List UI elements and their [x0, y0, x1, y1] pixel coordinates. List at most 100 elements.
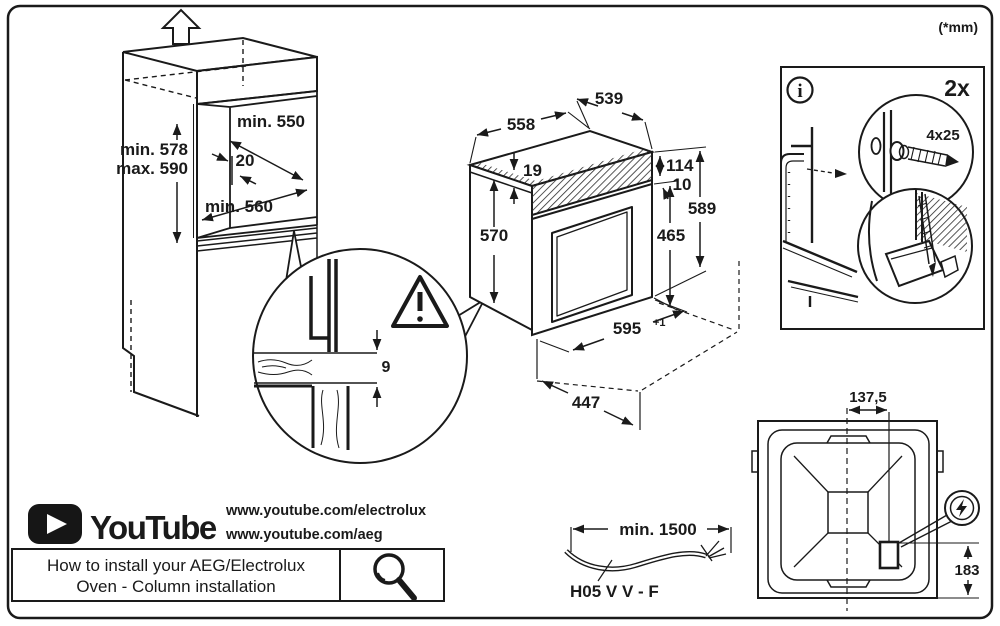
- dim-top-depth: 539: [595, 89, 623, 108]
- rear-panel-inner: [767, 429, 930, 594]
- dim-cable-length: min. 1500: [619, 520, 697, 539]
- bracket-lug: [940, 254, 959, 279]
- dim-top-edge: 19: [523, 161, 542, 180]
- dim-conduit-offset-y: 183: [954, 562, 979, 579]
- oven-top-edge-hatch-left: [470, 162, 536, 186]
- rear-view-drawing: 137,5 183: [751, 389, 980, 611]
- oven-drawing: 558 539 19 570 114 10 589 465 595 +1 447: [466, 89, 740, 430]
- youtube-play-triangle: [47, 514, 67, 534]
- screw-axis-dashed: [806, 168, 834, 174]
- youtube-url-aeg: www.youtube.com/aeg: [225, 527, 383, 543]
- dim-conduit-offset-x: 137,5: [849, 389, 887, 406]
- rear-panel-plate: [780, 442, 916, 581]
- screw-axis-arrowhead: [835, 169, 847, 178]
- screw-washer: [898, 144, 910, 160]
- youtube-url-electrolux: www.youtube.com/electrolux: [225, 503, 426, 519]
- electric-symbol-circle-inner: [949, 495, 975, 521]
- dim-front-width-tolerance: +1: [653, 317, 666, 329]
- ext-lines-589: [654, 146, 707, 297]
- ext-lines-cable: [570, 527, 732, 553]
- magnifier-highlight: [377, 572, 386, 581]
- screw-threads: [910, 146, 942, 166]
- dim-panel-height: 114: [666, 156, 694, 175]
- caption-box: [11, 548, 445, 602]
- cabinet-left-panel: [122, 52, 200, 417]
- pilot-hole: [870, 137, 882, 155]
- open-door-sketch-lines: [782, 247, 859, 303]
- cable-wire-ends: [700, 540, 727, 562]
- dim-arrow-gap-1: [211, 152, 229, 162]
- bracket-inner-line: [890, 247, 933, 260]
- dim-niche-width: min. 560: [205, 197, 273, 216]
- screw-tip: [945, 154, 959, 167]
- dim-arrow-width-l: [476, 128, 502, 137]
- dim-front-height: 589: [688, 199, 716, 218]
- panel-hatch-section: [916, 193, 967, 252]
- power-cable-drawing: min. 1500 H05 V V - F: [564, 520, 732, 601]
- dim-arrow-595-r: [652, 310, 685, 323]
- dim-door-depth: 447: [572, 393, 600, 412]
- dim-body-height: 570: [480, 226, 508, 245]
- rear-plate-bumps: [826, 435, 871, 588]
- info-icon-glyph: i: [797, 81, 802, 102]
- cable-core: [565, 550, 707, 571]
- dim-vent-gap: 9: [382, 359, 391, 376]
- cabinet-panel-edge-sketch: [791, 127, 814, 243]
- dim-panel-gap: 10: [673, 175, 692, 194]
- cable-type-label: H05 V V - F: [570, 582, 659, 601]
- magnifier-icon: [373, 553, 405, 585]
- ext-lines-183: [898, 542, 979, 599]
- dim-arrow-595-l: [572, 338, 605, 351]
- shelf-wood-grain: [257, 359, 313, 376]
- dim-niche-height-min: min. 578: [120, 140, 188, 159]
- arrow-up-icon: [160, 8, 202, 45]
- open-door-sketch: [782, 239, 859, 307]
- screw-quantity: 2x: [944, 75, 970, 101]
- board-wood-grain: [320, 389, 340, 449]
- video-help-section: YouTube www.youtube.com/electrolux www.y…: [11, 503, 445, 602]
- panel-cross-section: [309, 259, 338, 352]
- info-icon: [786, 76, 814, 104]
- dim-arrow-width-r: [540, 111, 567, 120]
- bracket-screw-shaft: [918, 193, 936, 265]
- cabinet-column-drawing: min. 578 max. 590 min. 550 20 min. 560: [116, 8, 318, 417]
- oven-side-band: [469, 171, 533, 194]
- dim-arrow-depth-r: [621, 112, 644, 121]
- oven-door-window-inner: [556, 211, 628, 317]
- oven-control-panel: [532, 152, 652, 215]
- oven-body-curve: [867, 200, 878, 282]
- dim-arrow-10: [662, 187, 672, 200]
- ext-lines-width: [469, 111, 591, 164]
- warning-exclamation-dot: [417, 316, 423, 322]
- fixing-info-box: i 2x 4x25: [780, 66, 985, 330]
- oven-projection-dashed: [536, 258, 740, 392]
- ext-lines-447: [536, 339, 641, 430]
- dim-arrow-niche-depth: [229, 140, 304, 181]
- dim-arrow-depth-l: [576, 98, 599, 107]
- bracket-screw-threads: [917, 202, 934, 249]
- units-note: (*mm): [938, 19, 978, 35]
- caption-line-1: How to install your AEG/Electrolux: [47, 556, 305, 575]
- detail-circle: [252, 248, 468, 464]
- dim-niche-height-max: max. 590: [116, 159, 188, 178]
- screw-size: 4x25: [926, 127, 959, 144]
- cable-type-leader: [597, 559, 613, 582]
- dim-arrow-niche-width: [201, 188, 308, 222]
- caption-line-2: Oven - Column installation: [76, 577, 275, 596]
- youtube-wordmark: YouTube: [90, 509, 217, 546]
- dim-arrow-gap-2: [239, 175, 257, 185]
- dim-arrow-447-l: [541, 380, 569, 394]
- oven-panel-lines: [531, 179, 653, 220]
- cabinet-hidden-lines: [124, 40, 247, 392]
- rear-cross-bracing: [793, 455, 903, 568]
- cable-entry-box: [878, 540, 900, 570]
- rear-center-square: [827, 491, 869, 534]
- oven-frame-corner-inner: [785, 160, 804, 242]
- dim-oven-width: 558: [507, 115, 535, 134]
- bracket-screw-tip: [929, 262, 936, 277]
- magnifier-handle: [396, 577, 417, 601]
- dim-front-width: 595: [613, 319, 641, 338]
- cabinet-shelf-band: [196, 225, 318, 262]
